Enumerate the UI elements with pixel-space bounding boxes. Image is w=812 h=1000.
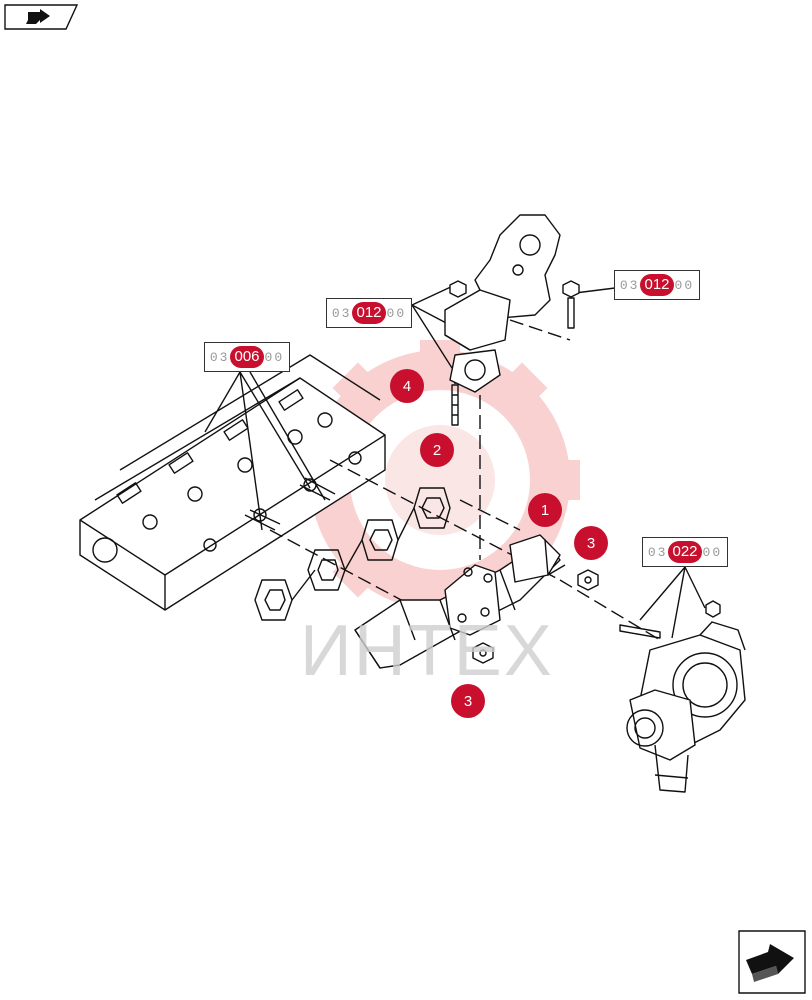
ref-suffix: 00 <box>386 305 407 321</box>
ref-prefix: 03 <box>209 349 230 365</box>
leader-lines-006 <box>204 371 326 531</box>
alignment-lines <box>269 319 661 641</box>
turbocharger <box>626 621 746 793</box>
ref-suffix: 00 <box>702 544 723 560</box>
callout-3-upper[interactable]: 3 <box>574 526 608 560</box>
ref-suffix: 00 <box>264 349 285 365</box>
ref-code: 012 <box>640 274 674 296</box>
page-forward-icon <box>738 930 806 994</box>
page-back-button[interactable] <box>4 4 79 30</box>
reference-link-006[interactable]: 03 006 00 <box>204 342 290 372</box>
nuts <box>449 280 721 664</box>
outlet-elbow <box>444 214 561 393</box>
reference-link-022[interactable]: 03 022 00 <box>642 537 728 567</box>
callout-3-lower[interactable]: 3 <box>451 684 485 718</box>
leader-lines-012a <box>411 284 456 369</box>
ref-prefix: 03 <box>619 277 640 293</box>
studs-loose <box>451 297 661 639</box>
callout-4[interactable]: 4 <box>390 369 424 403</box>
callout-1[interactable]: 1 <box>528 493 562 527</box>
ref-code: 022 <box>668 541 702 563</box>
page-back-icon <box>4 4 79 30</box>
ref-prefix: 03 <box>647 544 668 560</box>
ref-code: 006 <box>230 346 264 368</box>
reference-link-012-left[interactable]: 03 012 00 <box>326 298 412 328</box>
ref-code: 012 <box>352 302 386 324</box>
gaskets <box>254 487 451 621</box>
leader-lines-012b <box>574 287 616 294</box>
watermark-text: ИНТЕХ <box>300 611 554 691</box>
ref-prefix: 03 <box>331 305 352 321</box>
page-forward-button[interactable] <box>738 930 806 994</box>
studs <box>244 477 336 531</box>
callout-2[interactable]: 2 <box>420 433 454 467</box>
reference-link-012-right[interactable]: 03 012 00 <box>614 270 700 300</box>
ref-suffix: 00 <box>674 277 695 293</box>
exhaust-manifold <box>354 534 566 669</box>
leader-lines-022 <box>639 566 706 639</box>
